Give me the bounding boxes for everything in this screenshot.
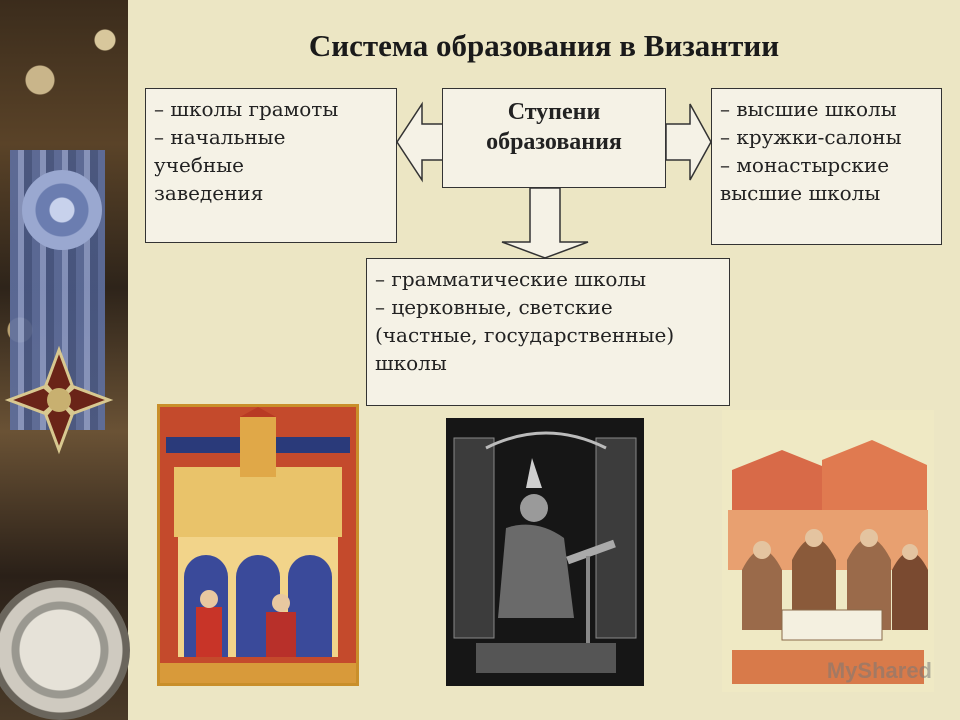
rosette-decoration xyxy=(22,170,102,250)
box-line: – грамматические школы xyxy=(375,267,647,291)
arrow-left xyxy=(396,101,444,183)
watermark: MyShared xyxy=(826,658,932,683)
box-line: – кружки-салоны xyxy=(720,125,902,149)
center-line: Ступени xyxy=(507,99,601,125)
box-line: учебные xyxy=(154,153,244,177)
maltese-cross-icon xyxy=(4,345,114,455)
arrow-down xyxy=(501,187,589,259)
byzantine-teachers-miniature xyxy=(157,404,359,686)
box-line: школы xyxy=(375,351,447,375)
monks-school-miniature xyxy=(722,410,934,692)
box-line: (частные, государственные) xyxy=(375,323,675,347)
box-line: – школы грамоты xyxy=(154,97,339,121)
box-line: – монастырские xyxy=(720,153,890,177)
center-line: образования xyxy=(486,129,622,155)
scribe-writing-engraving xyxy=(446,418,644,686)
arrow-right xyxy=(665,103,712,181)
decorative-side-strip xyxy=(0,0,130,720)
secondary-education-box: – грамматические школы – церковные, свет… xyxy=(366,258,730,406)
education-stages-box: Ступени образования xyxy=(442,88,666,188)
box-line: заведения xyxy=(154,181,264,205)
compass-decoration xyxy=(0,580,130,720)
primary-education-box: – школы грамоты – начальные учебные заве… xyxy=(145,88,397,243)
page-title: Система образования в Византии xyxy=(308,28,780,63)
higher-education-box: – высшие школы – кружки-салоны – монасты… xyxy=(711,88,942,245)
box-line: – церковные, светские xyxy=(375,295,613,319)
box-line: высшие школы xyxy=(720,181,881,205)
box-line: – начальные xyxy=(154,125,286,149)
box-line: – высшие школы xyxy=(720,97,897,121)
